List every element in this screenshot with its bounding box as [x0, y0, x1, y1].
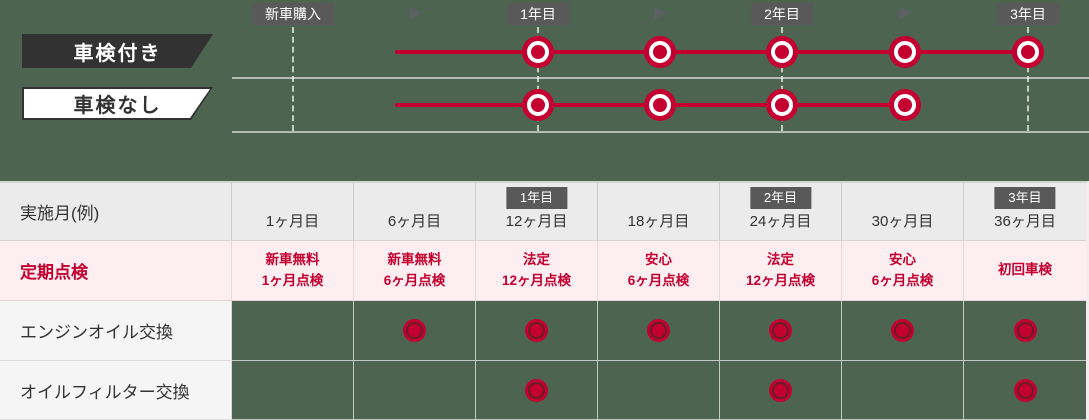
timeline-milestone-badge: 2年目: [751, 3, 813, 25]
timeline-marker: [766, 36, 798, 68]
timeline-separator-line: [232, 131, 1089, 133]
timeline-milestone-badge: 新車購入: [252, 3, 334, 25]
schedule-cell: [476, 301, 598, 361]
row-label: 定期点検: [0, 241, 232, 301]
inspection-cell: 法定 12ヶ月点検: [720, 241, 842, 301]
column-header-cell: 30ヶ月目: [842, 183, 964, 241]
year-badge: 1年目: [505, 187, 568, 209]
milestone-dash-line: [1027, 27, 1029, 131]
timeline-marker: [889, 89, 921, 121]
dot-marker: [525, 319, 548, 342]
milestone-dash-line: [781, 27, 783, 131]
with-inspection-label: 車検付き: [73, 42, 162, 65]
inspection-cell: 法定 12ヶ月点検: [476, 241, 598, 301]
without-inspection-label: 車検なし: [73, 95, 162, 117]
inspection-cell: 安心 6ヶ月点検: [842, 241, 964, 301]
month-label: 12ヶ月目: [505, 213, 568, 230]
month-label: 30ヶ月目: [871, 213, 934, 230]
arrow-right-icon: [409, 6, 421, 20]
row-label: オイルフィルター交換: [0, 361, 232, 420]
column-header-cell: 3年目 36ヶ月目: [964, 183, 1086, 241]
schedule-cell: [476, 361, 598, 420]
schedule-cell: [964, 301, 1086, 361]
schedule-cell: [598, 301, 720, 361]
dot-marker: [403, 319, 426, 342]
timeline-marker: [522, 89, 554, 121]
timeline-marker: [1012, 36, 1044, 68]
timeline-milestone-badge: 1年目: [507, 3, 569, 25]
schedule-cell: [232, 301, 354, 361]
dot-marker: [525, 378, 548, 402]
milestone-dash-line: [537, 27, 539, 131]
row-label: エンジンオイル交換: [0, 301, 232, 361]
schedule-cell: [842, 361, 964, 420]
schedule-cell: [598, 361, 720, 420]
without-inspection-flag: 車検なし: [22, 87, 213, 120]
timeline-marker: [522, 36, 554, 68]
schedule-cell: [354, 361, 476, 420]
arrow-right-icon: [654, 6, 666, 20]
schedule-cell: [232, 361, 354, 420]
dot-marker: [647, 319, 670, 342]
milestone-dash-line: [292, 27, 294, 131]
dot-marker: [1013, 319, 1037, 342]
column-header-cell: 2年目 24ヶ月目: [720, 183, 842, 241]
inspection-cell: 初回車検: [964, 241, 1086, 301]
month-label: 6ヶ月目: [387, 213, 442, 230]
month-label: 1ヶ月目: [265, 213, 320, 230]
flag-background: [24, 89, 210, 118]
dot-marker: [1013, 378, 1037, 402]
with-inspection-flag: 車検付き: [22, 34, 213, 68]
schedule-cell: [354, 301, 476, 361]
maintenance-table: 実施月(例) 1ヶ月目 6ヶ月目 1年目 12ヶ月目 18ヶ月目 2年目 24ヶ月目 30ヶ月目…: [0, 181, 1089, 420]
schedule-cell: [720, 301, 842, 361]
column-header-cell: 18ヶ月目: [598, 183, 720, 241]
year-badge: 3年目: [994, 187, 1056, 209]
inspection-cell: 新車無料 1ヶ月点検: [232, 241, 354, 301]
schedule-cell: [964, 361, 1086, 420]
column-header-cell: 1年目 12ヶ月目: [476, 183, 598, 241]
table-corner-label: 実施月(例): [0, 183, 232, 241]
arrow-right-icon: [899, 6, 911, 20]
month-label: 24ヶ月目: [749, 213, 812, 230]
month-label: 18ヶ月目: [627, 213, 690, 230]
dot-marker: [769, 319, 792, 342]
timeline-line-with-inspection: [395, 50, 1028, 54]
year-badge: 2年目: [749, 187, 812, 209]
dot-marker: [891, 319, 914, 342]
timeline-milestone-badge: 3年目: [997, 3, 1059, 25]
schedule-cell: [720, 361, 842, 420]
column-header-cell: 6ヶ月目: [354, 183, 476, 241]
timeline-marker: [889, 36, 921, 68]
timeline-separator-line: [232, 77, 1089, 79]
month-label: 36ヶ月目: [994, 213, 1056, 230]
timeline-marker: [644, 89, 676, 121]
timeline-marker: [766, 89, 798, 121]
inspection-timeline-section: 車検付き 車検なし 新車購入 1年目 2年目 3年目: [0, 0, 1089, 181]
schedule-cell: [842, 301, 964, 361]
column-header-cell: 1ヶ月目: [232, 183, 354, 241]
dot-marker: [769, 378, 792, 402]
inspection-cell: 安心 6ヶ月点検: [598, 241, 720, 301]
timeline-marker: [644, 36, 676, 68]
inspection-cell: 新車無料 6ヶ月点検: [354, 241, 476, 301]
